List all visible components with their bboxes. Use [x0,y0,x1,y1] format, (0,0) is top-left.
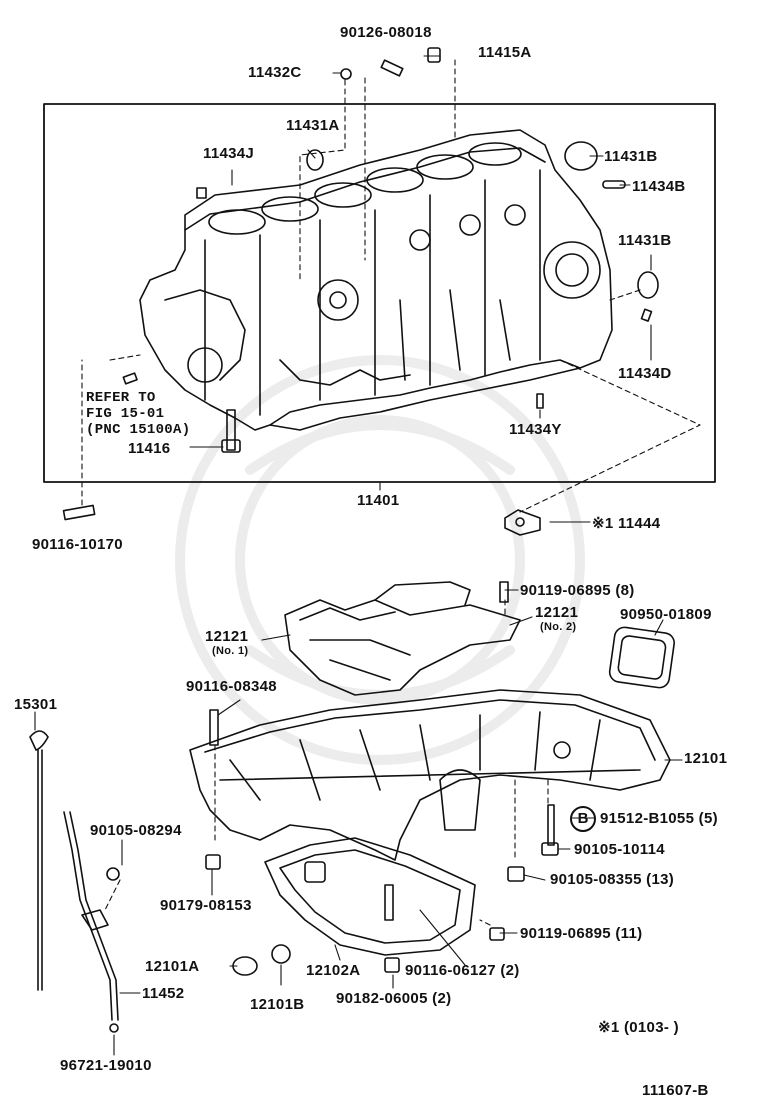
part-label-90116-08348: 90116-08348 [186,678,277,695]
part-label-11431A: 11431A [286,117,340,134]
part-label-11444: ※1 11444 [592,515,661,532]
part-label-12101B: 12101B [250,996,305,1013]
part-label-11431B-top: 11431B [604,148,658,165]
part-label-90116-10170: 90116-10170 [32,536,123,553]
part-label-11401: 11401 [357,492,400,509]
part-label-91512-B1055: 91512-B1055 (5) [600,810,718,827]
part-label-no2: (No. 2) [540,621,577,633]
oil-pan-drawing [29,581,675,1033]
part-label-11434D: 11434D [618,365,672,382]
part-label-11415A: 11415A [478,44,532,61]
part-label-11416: 11416 [128,440,171,457]
part-label-90119-06895-8: 90119-06895 (8) [520,582,635,599]
part-label-90182-06005: 90182-06005 (2) [336,990,452,1007]
part-label-90105-08294: 90105-08294 [90,822,182,839]
small-parts-top [62,47,659,536]
leader-lines-block [81,55,701,523]
part-label-11431B-mid: 11431B [618,232,672,249]
reference-note-line-2: FIG 15-01 [86,406,165,422]
part-label-11452: 11452 [142,985,185,1002]
part-label-11434Y: 11434Y [509,421,562,438]
part-label-90105-10114: 90105-10114 [574,841,665,858]
part-label-12101A: 12101A [145,958,200,975]
part-label-12121-no2: 12121 [535,604,579,621]
part-label-11432C: 11432C [248,64,302,81]
part-label-12121-no1: 12121 [205,628,249,645]
part-label-90950-01809: 90950-01809 [620,606,712,623]
watermark-logo [175,355,585,765]
part-label-11434B: 11434B [632,178,686,195]
part-label-96721-19010: 96721-19010 [60,1057,152,1074]
callout-circle-b: B [570,806,596,832]
cylinder-block-drawing [139,129,613,431]
part-label-12102A: 12102A [306,962,361,979]
reference-note-line-1: REFER TO [86,390,156,406]
part-label-90105-08355: 90105-08355 (13) [550,871,675,888]
part-label-90179-08153: 90179-08153 [160,897,252,914]
part-label-no1: (No. 1) [212,645,249,657]
part-label-90126-08018: 90126-08018 [340,24,432,41]
reference-note-line-3: (PNC 15100A) [86,422,191,438]
figure-code: 111607-B [642,1082,709,1099]
part-label-90119-06895-11: 90119-06895 (11) [520,925,643,942]
part-label-90116-06127: 90116-06127 (2) [405,962,520,979]
part-label-15301: 15301 [14,696,58,713]
cylinder-block-frame [43,103,716,483]
leader-lines-lower [34,589,683,1056]
applicability-note: ※1 (0103- ) [598,1019,679,1036]
part-label-11434J: 11434J [203,145,255,162]
part-label-12101: 12101 [684,750,728,767]
